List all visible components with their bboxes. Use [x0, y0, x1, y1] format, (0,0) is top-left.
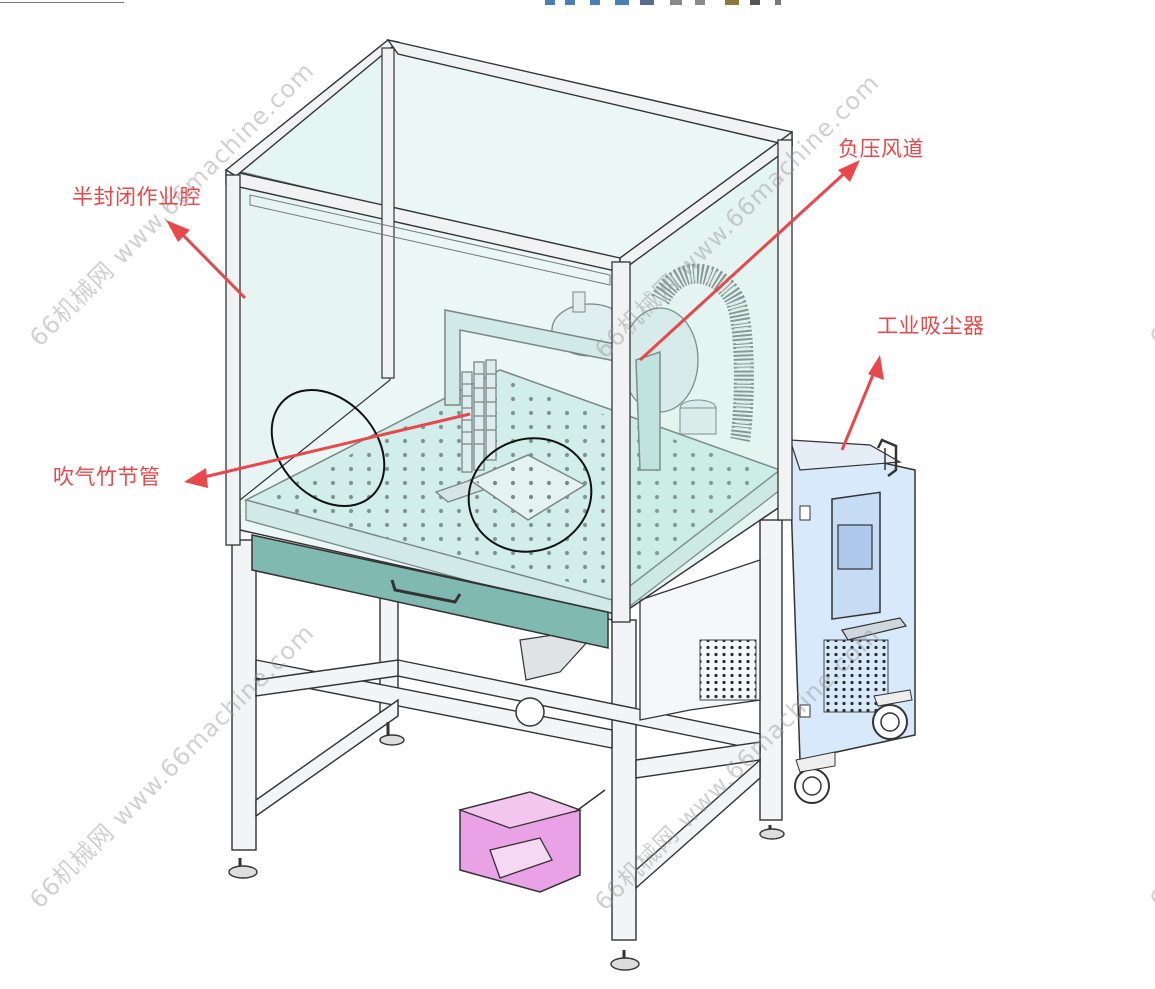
- label-industrial-vacuum: 工业吸尘器: [877, 314, 985, 338]
- label-negative-pressure-duct: 负压风道: [838, 137, 924, 161]
- toolbar-icons-strip: [545, 0, 781, 5]
- semi-enclosed-chamber: [224, 38, 793, 623]
- callout-arrows: [166, 160, 884, 488]
- work-fixture: [468, 454, 587, 521]
- label-semi-enclosed-chamber: 半封闭作业腔: [72, 185, 201, 209]
- control-box: [639, 559, 761, 721]
- window-edge: [0, 0, 124, 3]
- industrial-vacuum: [789, 438, 916, 804]
- foot-pedal: [457, 789, 606, 893]
- support-frame: [228, 519, 785, 971]
- detail-highlight-circles: [270, 388, 593, 553]
- label-bamboo-blow-pipe: 吹气竹节管: [53, 465, 161, 489]
